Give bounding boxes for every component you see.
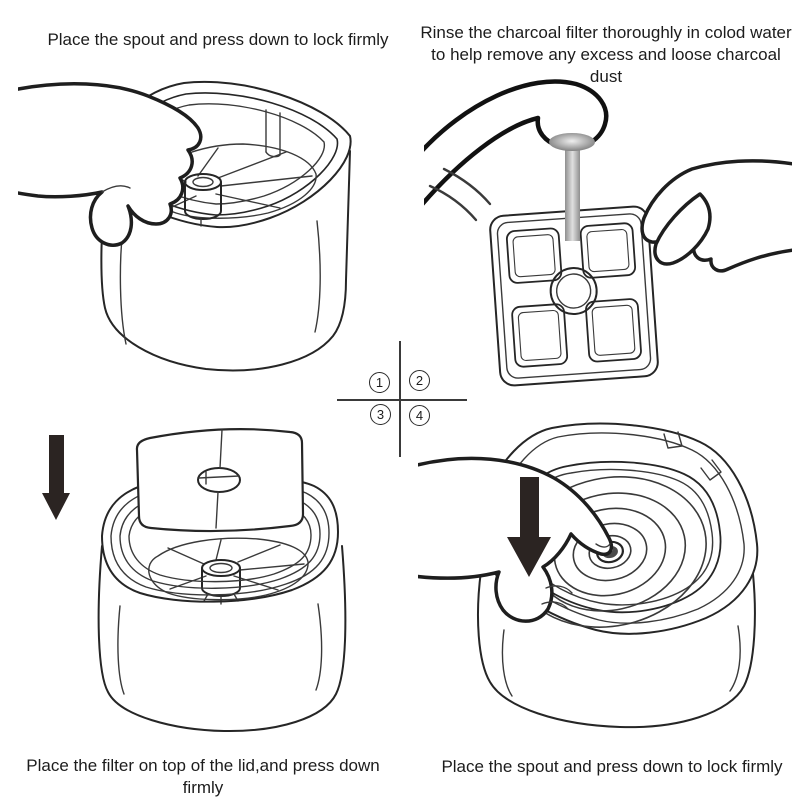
hand-icon (18, 82, 203, 247)
step4-caption: Place the spout and press down to lock f… (441, 757, 783, 776)
step-number-3: 3 (370, 404, 391, 425)
step2-illustration (424, 79, 792, 387)
filter-lid-plate (135, 428, 305, 533)
step3-caption: Place the filter on top of the lid,and p… (26, 756, 380, 797)
step2-caption-line2: to help remove any excess and loose char… (431, 45, 781, 86)
down-arrow-icon (42, 435, 70, 520)
hand-icon (640, 159, 792, 273)
step-number-2: 2 (409, 370, 430, 391)
divider-horizontal-line (337, 399, 467, 401)
wall-slot (265, 109, 281, 158)
down-arrow-icon (507, 477, 551, 577)
step-number-1: 1 (369, 372, 390, 393)
water-stream (565, 146, 580, 241)
step-number-4: 4 (409, 405, 430, 426)
step1-illustration (18, 80, 352, 372)
step4-illustration (418, 422, 759, 729)
step2-caption-line1: Rinse the charcoal filter thoroughly in … (420, 23, 792, 42)
step1-caption: Place the spout and press down to lock f… (47, 30, 389, 49)
faucet-aerator (549, 133, 595, 151)
rim-notches (663, 431, 722, 481)
pump-platform-ribs (167, 539, 305, 591)
step3-illustration (42, 428, 347, 733)
spout-socket (184, 173, 222, 227)
step2-caption: Rinse the charcoal filter thoroughly in … (420, 22, 792, 88)
